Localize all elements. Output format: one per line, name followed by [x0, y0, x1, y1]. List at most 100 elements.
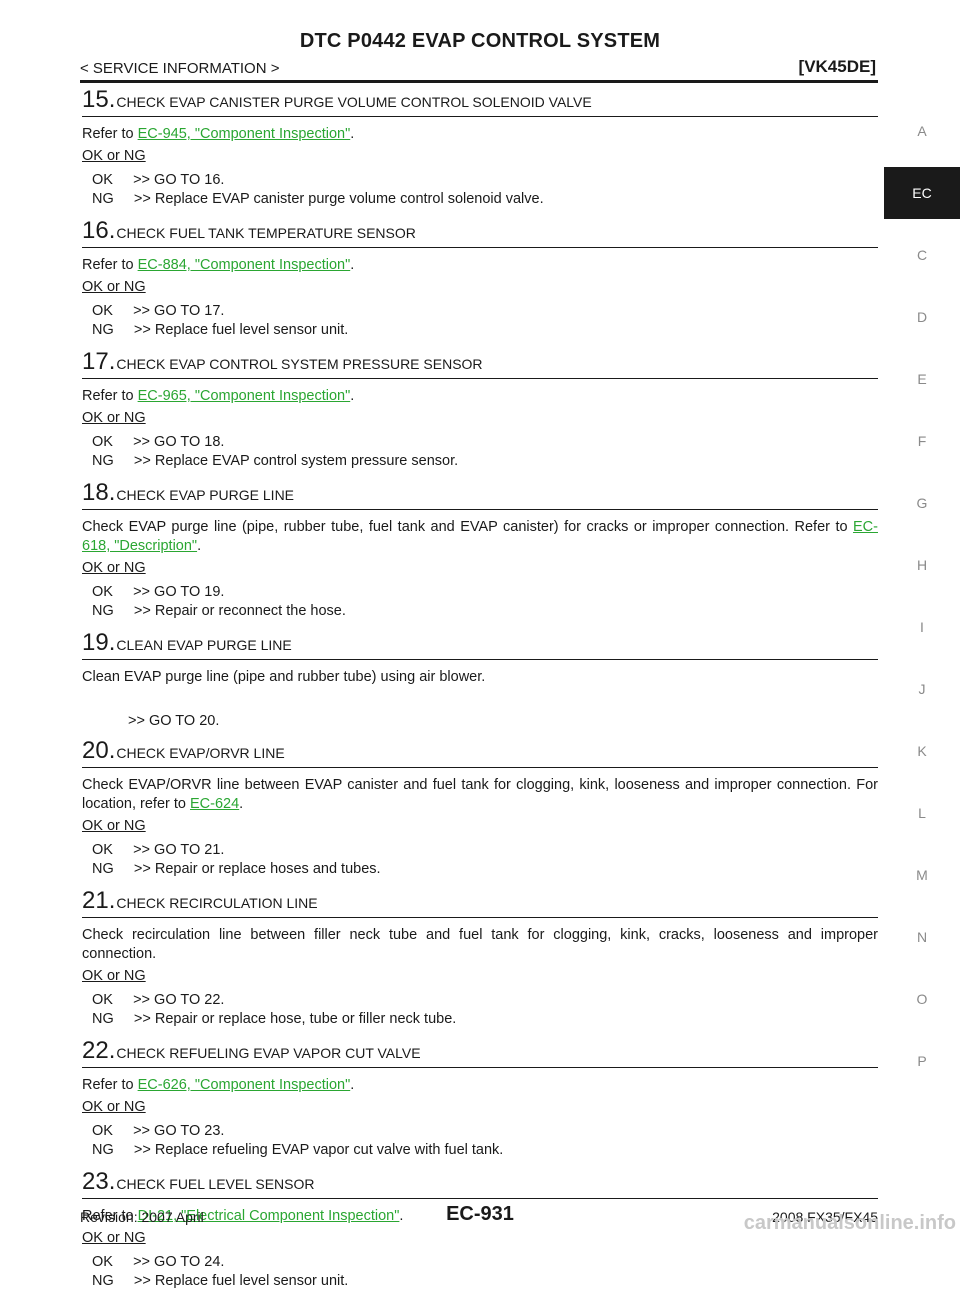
procedure-step: 17.CHECK EVAP CONTROL SYSTEM PRESSURE SE… [82, 348, 878, 471]
section-index-g[interactable]: G [916, 495, 928, 511]
ok-action: OK >> GO TO 19. [92, 584, 225, 600]
ok-or-ng-label: OK or NG [82, 560, 146, 576]
ng-action: NG >> Repair or reconnect the hose. [92, 603, 346, 619]
step-description: Refer to EC-945, "Component Inspection". [82, 125, 878, 144]
step-number-dot: . [108, 479, 116, 506]
page-number: EC-931 [446, 1203, 514, 1225]
step-title: CHECK FUEL TANK TEMPERATURE SENSOR [116, 225, 416, 241]
step-description: Clean EVAP purge line (pipe and rubber t… [82, 668, 878, 687]
section-index-p[interactable]: P [917, 1053, 927, 1069]
result-actions: OK >> GO TO 17.NG >> Replace fuel level … [92, 302, 878, 340]
step-title: CHECK FUEL LEVEL SENSOR [116, 1176, 315, 1192]
section-index-i[interactable]: I [920, 619, 924, 635]
section-index-n[interactable]: N [916, 929, 928, 945]
reference-link[interactable]: EC-624 [190, 796, 240, 812]
step-number-dot: . [108, 887, 116, 914]
vehicle-model: 2008 FX35/FX45 [772, 1209, 878, 1225]
reference-link[interactable]: EC-945, "Component Inspection" [137, 126, 351, 142]
ng-action: NG >> Replace EVAP canister purge volume… [92, 191, 544, 207]
section-index-k[interactable]: K [917, 743, 927, 759]
description-text: Refer to [82, 1077, 138, 1093]
ok-or-ng-label: OK or NG [82, 410, 146, 426]
ok-or-ng-label: OK or NG [82, 968, 146, 984]
section-index-ec[interactable]: EC [884, 167, 960, 219]
section-index-e[interactable]: E [917, 371, 927, 387]
step-title: CLEAN EVAP PURGE LINE [116, 637, 292, 653]
result-actions: OK >> GO TO 22.NG >> Repair or replace h… [92, 991, 878, 1029]
reference-link[interactable]: EC-618, "Description" [82, 519, 878, 554]
description-text: Check EVAP purge line (pipe, rubber tube… [82, 519, 854, 535]
reference-link[interactable]: EC-965, "Component Inspection" [137, 388, 351, 404]
ng-action: NG >> Replace fuel level sensor unit. [92, 322, 349, 338]
ng-action: NG >> Repair or replace hose, tube or fi… [92, 1011, 457, 1027]
description-punctuation: . [197, 538, 202, 554]
procedure-step: 16.CHECK FUEL TANK TEMPERATURE SENSOR Ref… [82, 217, 878, 340]
ok-action: OK >> GO TO 23. [92, 1123, 225, 1139]
result-actions: OK >> GO TO 16.NG >> Replace EVAP canist… [92, 171, 878, 209]
step-heading: 18.CHECK EVAP PURGE LINE [82, 479, 878, 510]
procedure-step: 20.CHECK EVAP/ORVR LINE Check EVAP/ORVR l… [82, 737, 878, 879]
goto-next-step: >> GO TO 20. [128, 713, 220, 729]
ok-or-ng-label: OK or NG [82, 1099, 146, 1115]
ng-action: NG >> Replace EVAP control system pressu… [92, 453, 459, 469]
step-heading: 22.CHECK REFUELING EVAP VAPOR CUT VALVE [82, 1037, 878, 1068]
step-heading: 17.CHECK EVAP CONTROL SYSTEM PRESSURE SE… [82, 348, 878, 379]
step-number-dot: . [108, 348, 116, 375]
step-number-dot: . [108, 1168, 116, 1195]
step-number-dot: . [108, 1037, 116, 1064]
description-punctuation: . [239, 796, 244, 812]
step-number: 18 [82, 479, 109, 506]
section-index-c[interactable]: C [916, 247, 928, 263]
reference-link[interactable]: EC-626, "Component Inspection" [137, 1077, 351, 1093]
description-text: Refer to [82, 257, 138, 273]
section-index-o[interactable]: O [916, 991, 928, 1007]
section-index-h[interactable]: H [916, 557, 928, 573]
ng-action: NG >> Replace fuel level sensor unit. [92, 1273, 349, 1289]
ok-action: OK >> GO TO 24. [92, 1254, 225, 1270]
reference-link[interactable]: EC-884, "Component Inspection" [137, 257, 351, 273]
result-actions: OK >> GO TO 24. NG >> Replace fuel level … [92, 1253, 878, 1291]
result-actions: OK >> GO TO 23.NG >> Replace refueling E… [92, 1122, 878, 1160]
ok-action: OK >> GO TO 18. [92, 434, 225, 450]
ng-action: NG >> Repair or replace hoses and tubes. [92, 861, 381, 877]
section-index-a[interactable]: A [917, 123, 927, 139]
step-title: CHECK EVAP CONTROL SYSTEM PRESSURE SENSO… [116, 356, 483, 372]
section-index-m[interactable]: M [916, 867, 928, 883]
ok-or-ng-label: OK or NG [82, 148, 146, 164]
step-heading: 20.CHECK EVAP/ORVR LINE [82, 737, 878, 768]
description-punctuation: . [399, 1208, 404, 1224]
description-punctuation: . [350, 388, 355, 404]
result-actions: OK >> GO TO 19. NG >> Repair or reconnect… [92, 583, 878, 621]
description-punctuation: . [350, 1077, 355, 1093]
step-number: 22 [82, 1037, 109, 1064]
step-number: 19 [82, 629, 109, 656]
description-punctuation: . [350, 257, 355, 273]
step-description: Refer to EC-884, "Component Inspection". [82, 256, 878, 275]
section-index-d[interactable]: D [916, 309, 928, 325]
result-actions: OK >> GO TO 21. NG >> Repair or replace h… [92, 841, 878, 879]
step-heading: 21.CHECK RECIRCULATION LINE [82, 887, 878, 918]
section-index: A EC C D E F G H I J K L M N O P [884, 100, 960, 1092]
section-index-j[interactable]: J [918, 681, 926, 697]
description-text: Refer to [82, 126, 138, 142]
result-actions: OK >> GO TO 18. NG >> Replace EVAP contro… [92, 433, 878, 471]
step-number: 23 [82, 1168, 109, 1195]
step-title: CHECK EVAP PURGE LINE [116, 487, 295, 503]
section-index-f[interactable]: F [917, 433, 927, 449]
step-number-dot: . [108, 217, 116, 244]
step-title: CHECK EVAP CANISTER PURGE VOLUME CONTROL… [116, 94, 592, 110]
description-text: Check EVAP/ORVR line between EVAP canist… [82, 777, 878, 812]
ok-action: OK >> GO TO 21. [92, 842, 225, 858]
step-title: CHECK EVAP/ORVR LINE [116, 745, 285, 761]
procedure-steps: 15.CHECK EVAP CANISTER PURGE VOLUME CONT… [82, 86, 878, 1299]
reference-link[interactable]: DI-21, "Electrical Component Inspection" [137, 1208, 400, 1224]
watermark-logo: carmanualsonline.info [743, 1212, 956, 1234]
step-number-dot: . [108, 86, 116, 113]
section-index-l[interactable]: L [918, 805, 926, 821]
step-heading: 16.CHECK FUEL TANK TEMPERATURE SENSOR [82, 217, 878, 248]
step-heading: 15.CHECK EVAP CANISTER PURGE VOLUME CONT… [82, 86, 878, 117]
description-text: Check recirculation line between filler … [82, 927, 878, 962]
step-title: CHECK REFUELING EVAP VAPOR CUT VALVE [116, 1045, 421, 1061]
